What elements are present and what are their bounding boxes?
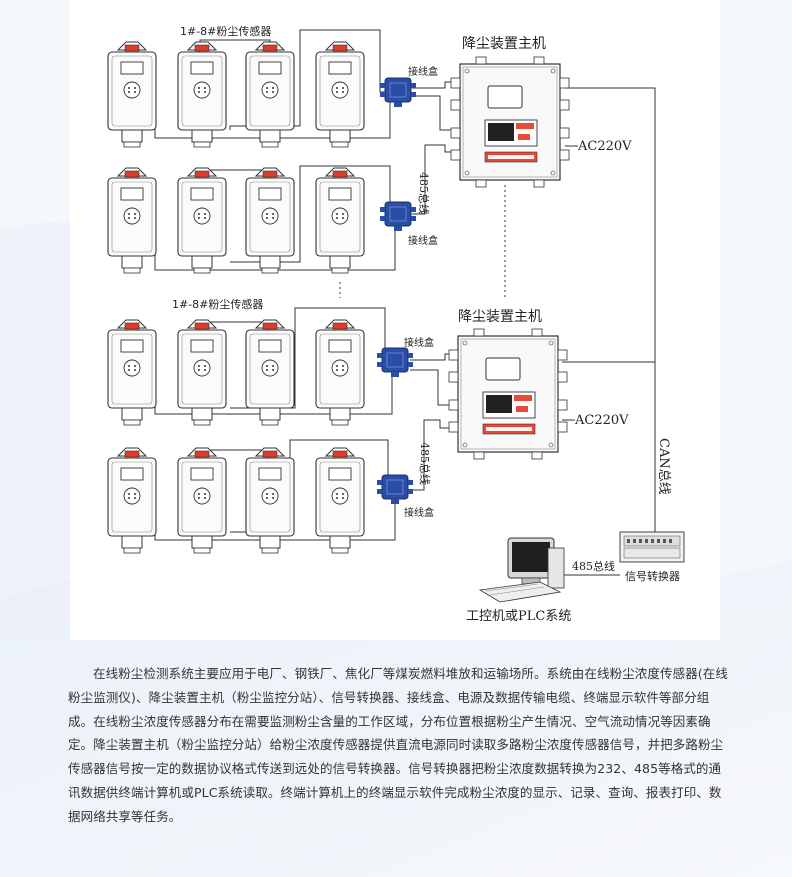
converter-label: 信号转换器 bbox=[625, 569, 680, 583]
industrial-computer bbox=[478, 537, 565, 603]
power-label: AC220V bbox=[574, 413, 629, 428]
dust-sensor bbox=[177, 319, 227, 426]
ipc-label: 工控机或PLC系统 bbox=[466, 609, 571, 624]
dust-sensor bbox=[245, 319, 295, 426]
junction-box bbox=[379, 77, 417, 108]
system-description: 在线粉尘检测系统主要应用于电厂、钢铁厂、焦化厂等煤炭燃料堆放和运输场所。系统由在… bbox=[68, 666, 728, 824]
system-diagram: 1#-8#粉尘传感器 1#-8#粉尘传感器 降尘装置主机 降尘装置主机 接线盒 … bbox=[107, 25, 685, 624]
host-title: 降尘装置主机 bbox=[458, 309, 542, 325]
dust-host-unit bbox=[450, 56, 570, 188]
dust-sensor bbox=[315, 319, 365, 426]
bus-485-label: 485总线 bbox=[417, 172, 431, 215]
junction-box bbox=[376, 474, 414, 505]
dust-sensor bbox=[245, 447, 295, 554]
bus-485-label: 485总线 bbox=[572, 559, 615, 573]
sensor-group-label: 1#-8#粉尘传感器 bbox=[180, 25, 271, 38]
junction-box bbox=[376, 347, 414, 378]
dust-sensor bbox=[107, 41, 157, 148]
junction-box-label: 接线盒 bbox=[408, 234, 438, 247]
dust-sensor bbox=[107, 167, 157, 274]
dust-sensor bbox=[315, 167, 365, 274]
power-label: AC220V bbox=[577, 139, 632, 154]
dust-host-unit bbox=[448, 328, 568, 460]
dust-sensor bbox=[245, 41, 295, 148]
dust-sensor bbox=[177, 41, 227, 148]
dust-sensor bbox=[245, 167, 295, 274]
dust-sensor bbox=[177, 447, 227, 554]
dust-sensor bbox=[315, 447, 365, 554]
can-bus-label: CAN总线 bbox=[656, 438, 671, 495]
signal-converter bbox=[619, 531, 685, 563]
junction-box-label: 接线盒 bbox=[404, 506, 434, 519]
dust-sensor bbox=[177, 167, 227, 274]
dust-sensor bbox=[315, 41, 365, 148]
bus-485-label: 485总线 bbox=[418, 442, 432, 485]
host-title: 降尘装置主机 bbox=[462, 36, 546, 52]
dust-sensor bbox=[107, 447, 157, 554]
junction-box-label: 接线盒 bbox=[408, 65, 438, 78]
junction-box bbox=[379, 201, 417, 232]
junction-box-label: 接线盒 bbox=[404, 336, 434, 349]
sensor-group-label: 1#-8#粉尘传感器 bbox=[172, 298, 263, 311]
dust-sensor bbox=[107, 319, 157, 426]
sensor-group-1 bbox=[107, 41, 365, 274]
sensor-group-2 bbox=[107, 319, 365, 554]
